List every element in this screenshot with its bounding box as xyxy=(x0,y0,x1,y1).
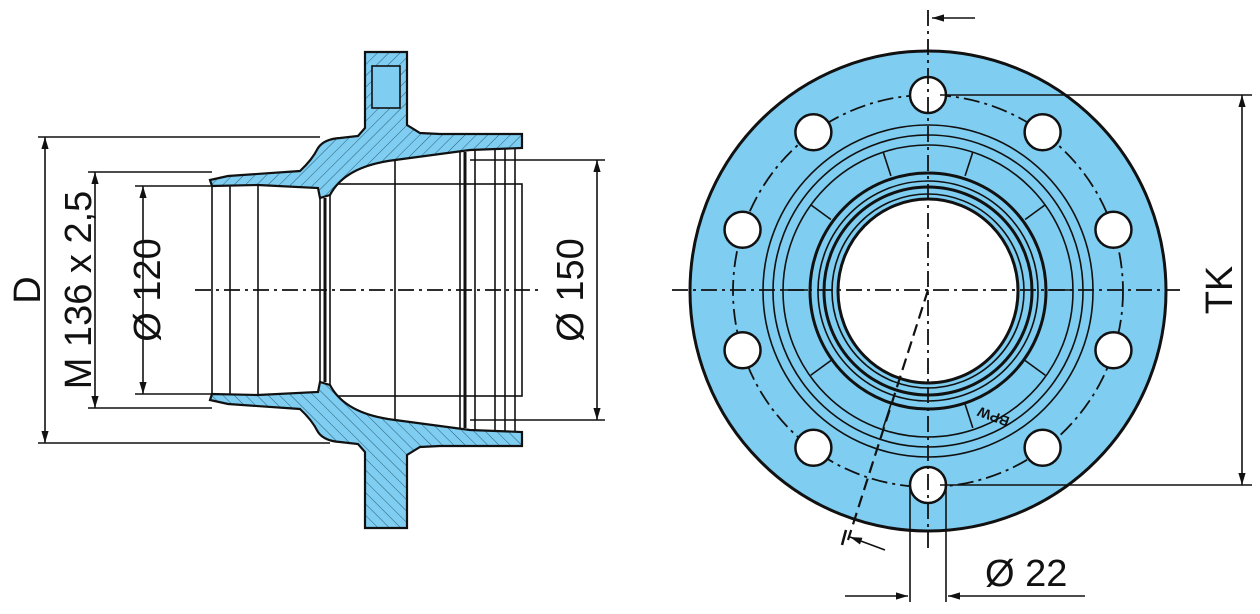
bolt-hole xyxy=(1023,428,1062,468)
label-tk: TK xyxy=(1199,266,1241,315)
bolt-hole xyxy=(794,428,833,468)
label-diameter-150: Ø 150 xyxy=(550,238,592,342)
dimension-lines xyxy=(38,136,605,444)
bolt-hole xyxy=(1023,112,1062,152)
bolt-hole xyxy=(1094,210,1133,249)
section-line xyxy=(846,289,930,541)
bolt-hole xyxy=(794,112,833,152)
side-section-view: D M 136 x 2,5 Ø 120 Ø 150 xyxy=(7,50,605,530)
hub-rib xyxy=(964,151,974,177)
label-thread: M 136 x 2,5 xyxy=(58,191,100,390)
bolt-hole xyxy=(723,331,762,370)
hub-rib xyxy=(810,359,832,376)
section-top xyxy=(208,50,524,200)
bolt-hole xyxy=(723,210,762,249)
section-bottom xyxy=(208,380,524,530)
bolt-hole xyxy=(1094,331,1133,370)
label-diameter-22: Ø 22 xyxy=(985,553,1067,595)
front-view: BPW TK Ø 22 xyxy=(672,10,1252,602)
hub-rib xyxy=(882,151,892,177)
hub-rib xyxy=(964,403,974,429)
hub-rib xyxy=(1024,359,1046,376)
front-dimension-lines xyxy=(840,14,1252,602)
hub-rib xyxy=(1024,204,1046,221)
label-d: D xyxy=(7,276,49,303)
hub-rib xyxy=(810,204,832,221)
label-diameter-120: Ø 120 xyxy=(127,238,169,342)
